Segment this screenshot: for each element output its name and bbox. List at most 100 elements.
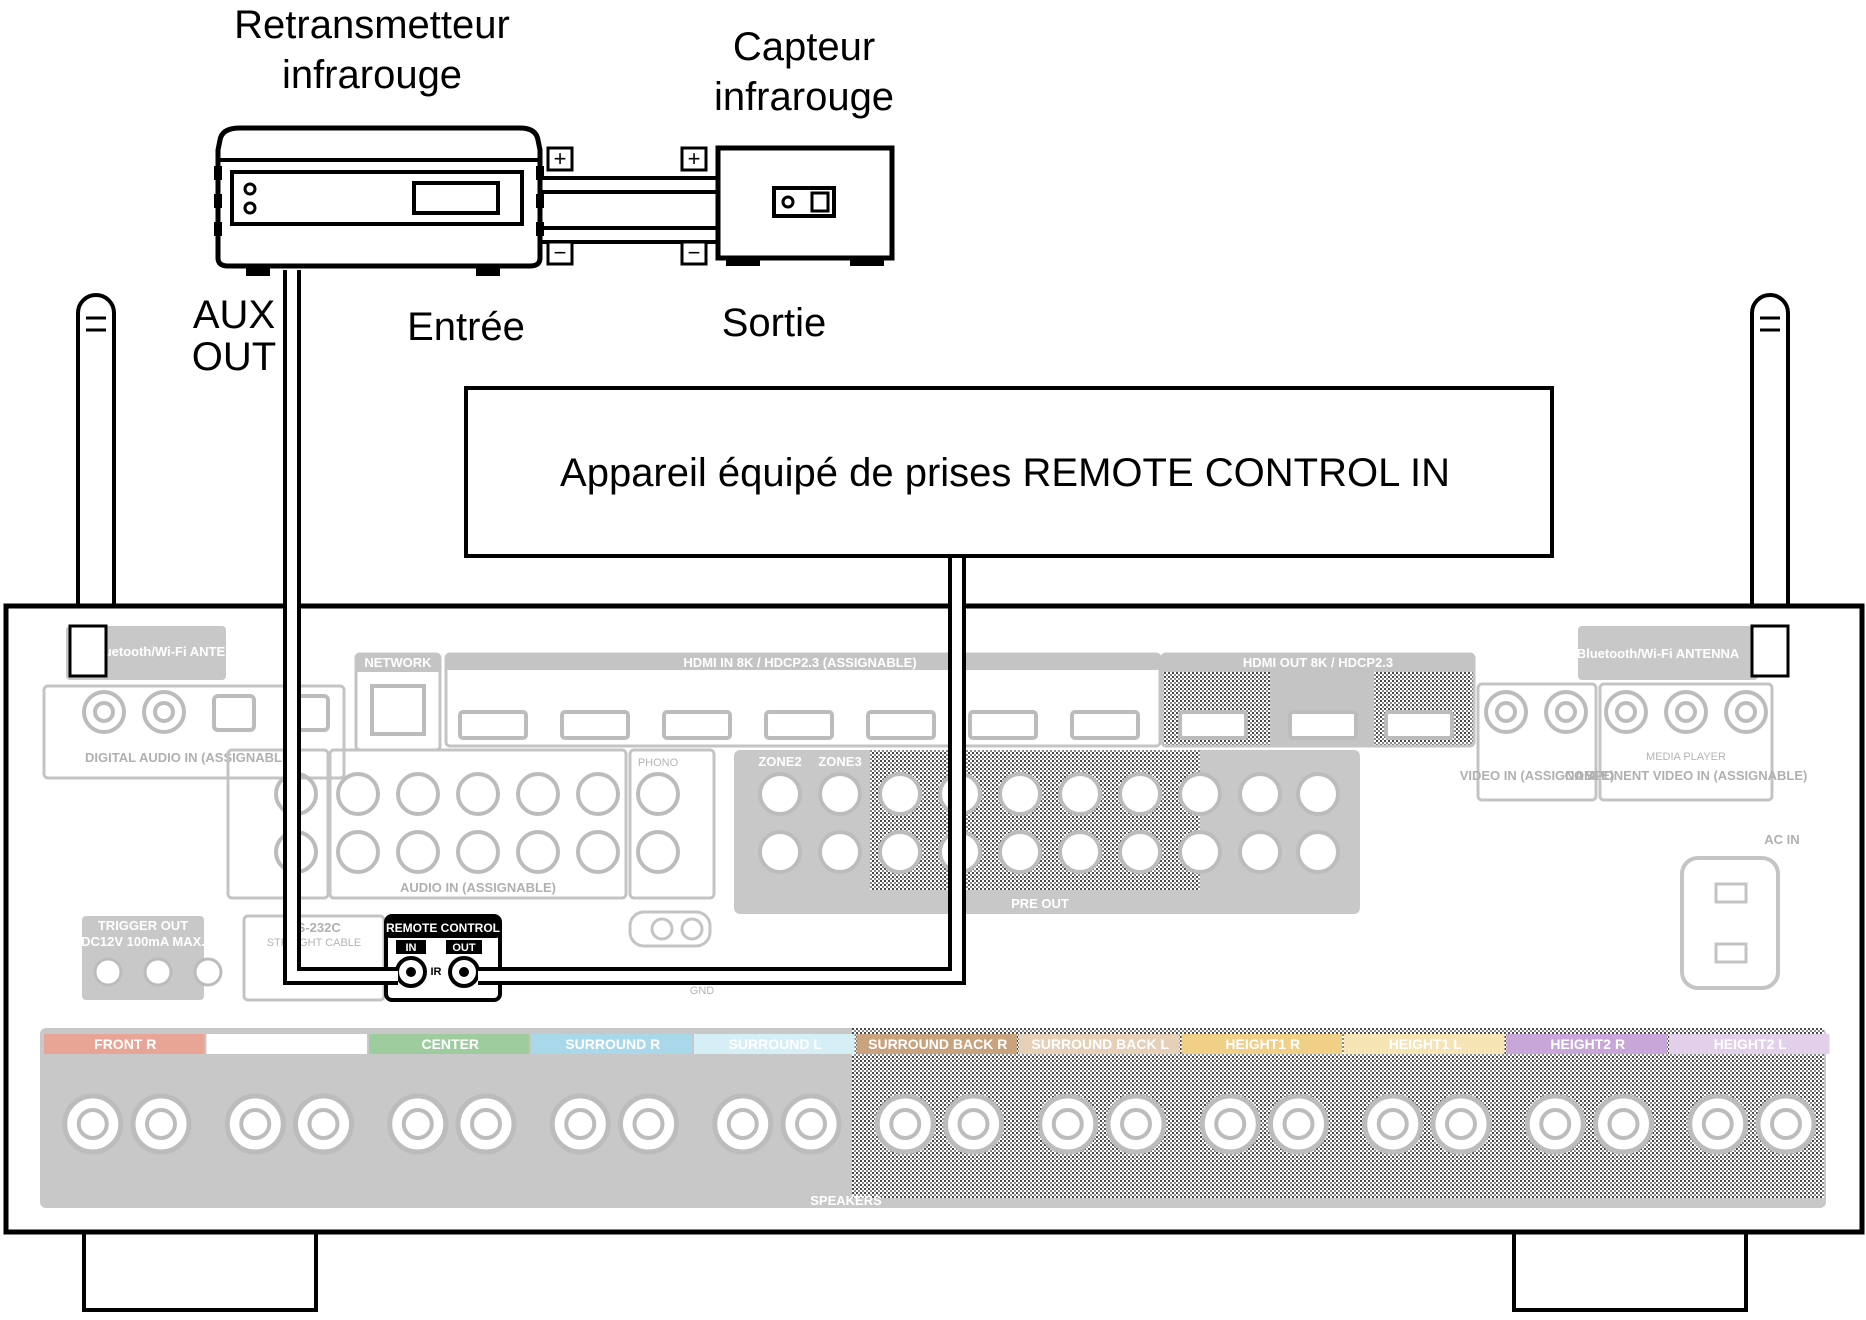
speaker-terminal-core <box>564 1108 597 1140</box>
speaker-channel-header <box>531 1034 692 1054</box>
audio-in-left-panel <box>226 748 330 900</box>
speaker-channel-label: SURROUND L <box>729 1036 823 1052</box>
speaker-terminal-core <box>1701 1108 1734 1140</box>
sensor-title-line2: infrarouge <box>714 75 894 119</box>
pre-out-jacks <box>758 772 1340 874</box>
audio-in-jacks <box>274 772 680 874</box>
speaker-terminal-core <box>307 1108 340 1140</box>
speaker-terminal <box>943 1093 1004 1155</box>
video-in-label: VIDEO IN (ASSIGNABLE) <box>1460 768 1615 783</box>
speaker-terminal-core <box>795 1108 827 1140</box>
speaker-terminal <box>293 1093 354 1155</box>
speaker-channel-label: HEIGHT2 L <box>1714 1036 1788 1052</box>
speaker-terminal <box>1362 1093 1424 1155</box>
speaker-channel-label: HEIGHT1 R <box>1225 1036 1300 1052</box>
speaker-channel-label: CENTER <box>421 1036 479 1052</box>
av-receiver: Bluetooth/Wi-Fi ANTENNA Bluetooth/Wi-Fi … <box>3 293 1865 1312</box>
speaker-terminal-core <box>889 1108 922 1140</box>
speaker-terminal-core <box>470 1108 502 1140</box>
speaker-terminal-core <box>145 1108 177 1140</box>
digital-audio-label: DIGITAL AUDIO IN (ASSIGNABLE) <box>85 750 295 765</box>
retransmitter-minus-box <box>546 240 574 266</box>
speaker-terminal <box>1687 1093 1749 1155</box>
ethernet-port <box>370 684 426 736</box>
bt-antenna-right-label: Bluetooth/Wi-Fi ANTENNA <box>1577 646 1740 661</box>
speaker-terminal <box>455 1093 517 1155</box>
retransmitter-plus: + <box>554 146 567 171</box>
speaker-channels: FRONT R FRONT L CENTER SURROUND R SURROUND L… <box>44 1034 1830 1155</box>
ir-sensor <box>715 145 895 266</box>
speaker-terminal <box>780 1093 842 1155</box>
speaker-channel-label: FRONT L <box>257 1036 318 1052</box>
right-foot <box>1512 1230 1748 1312</box>
sensor-plus: + <box>688 146 701 171</box>
speaker-channel-label: SURROUND BACK L <box>1031 1036 1169 1052</box>
video-in-panel <box>1476 682 1598 802</box>
sensor-minus-box <box>680 240 708 266</box>
rc-out-label: OUT <box>452 942 476 954</box>
network-label: NETWORK <box>364 655 432 670</box>
speaker-terminal-core <box>401 1108 434 1140</box>
speaker-channel-header <box>856 1034 1017 1054</box>
speaker-terminal-core <box>1376 1108 1409 1140</box>
speaker-terminal-core <box>1539 1108 1572 1140</box>
bt-antenna-right-box <box>1578 626 1758 680</box>
rc-ir-label: IR <box>431 966 442 978</box>
speaker-terminal <box>1524 1093 1586 1155</box>
media-player-label: MEDIA PLAYER <box>1646 751 1726 763</box>
hdmi-out-ports <box>1178 710 1454 740</box>
zone3-label: ZONE3 <box>818 754 861 769</box>
retransmitter-minus: − <box>554 240 567 265</box>
speaker-terminal-core <box>726 1108 759 1140</box>
speaker-channel-label: HEIGHT2 R <box>1550 1036 1625 1052</box>
straight-cable-label: STRAIGHT CABLE <box>267 937 362 949</box>
remote-control-jacks: REMOTE CONTROL IN OUT IR <box>384 914 502 1002</box>
retransmitter-title-line2: infrarouge <box>282 53 462 97</box>
speaker-channel-header <box>369 1034 530 1054</box>
zone2-label: ZONE2 <box>758 754 801 769</box>
speaker-terminal <box>1430 1093 1492 1155</box>
speaker-channel-label: FRONT R <box>94 1036 156 1052</box>
retransmitter-display <box>412 181 500 215</box>
video-jacks <box>1484 690 1768 734</box>
audio-in-label: AUDIO IN (ASSIGNABLE) <box>400 880 556 895</box>
speaker-channel-header <box>1181 1034 1342 1054</box>
speaker-terminal-core <box>1120 1108 1152 1140</box>
trigger-jacks <box>93 957 223 987</box>
speaker-terminal-core <box>1607 1108 1640 1140</box>
speaker-terminal <box>387 1093 449 1155</box>
bt-antenna-left-label: Bluetooth/Wi-Fi ANTENNA <box>91 644 254 659</box>
speakers-label: SPEAKERS <box>810 1193 882 1208</box>
speaker-terminal-core <box>1214 1108 1247 1140</box>
speaker-terminal <box>549 1093 611 1155</box>
output-label: Sortie <box>722 301 827 345</box>
sensor-title-line1: Capteur <box>733 25 875 69</box>
speaker-channel-label: SURROUND R <box>565 1036 660 1052</box>
hdmi-in-ports <box>458 710 1140 740</box>
phono-label: PHONO <box>638 757 679 769</box>
input-label: Entrée <box>407 305 525 349</box>
retransmitter-title-line1: Retransmetteur <box>234 3 510 47</box>
aux-label-line2: OUT <box>192 335 276 379</box>
speaker-terminal <box>1105 1093 1167 1155</box>
speaker-terminal-core <box>76 1108 109 1140</box>
gnd-label: GND <box>690 985 715 997</box>
speaker-channel-label: SURROUND BACK R <box>868 1036 1007 1052</box>
speaker-terminal <box>1037 1093 1099 1155</box>
ir-retransmitter <box>214 125 544 276</box>
speaker-terminal-core <box>1051 1108 1084 1140</box>
polarity-markers: + − + − <box>546 146 708 266</box>
rc-in-label: IN <box>406 942 417 954</box>
remote-control-label: REMOTE CONTROL <box>386 921 500 935</box>
pre-out-label: PRE OUT <box>1011 896 1069 911</box>
aux-label-line1: AUX <box>193 293 275 337</box>
speaker-terminal <box>1593 1093 1654 1155</box>
speaker-terminal <box>62 1093 124 1155</box>
remote-control-in-device-box <box>464 386 1554 558</box>
trigger-out-label: TRIGGER OUT <box>98 918 188 933</box>
speaker-channel-label: HEIGHT1 L <box>1389 1036 1463 1052</box>
trigger-spec-label: DC12V 100mA MAX. <box>81 934 205 949</box>
hdmi-out-label: HDMI OUT 8K / HDCP2.3 <box>1243 655 1393 670</box>
speaker-terminal <box>1755 1093 1817 1155</box>
